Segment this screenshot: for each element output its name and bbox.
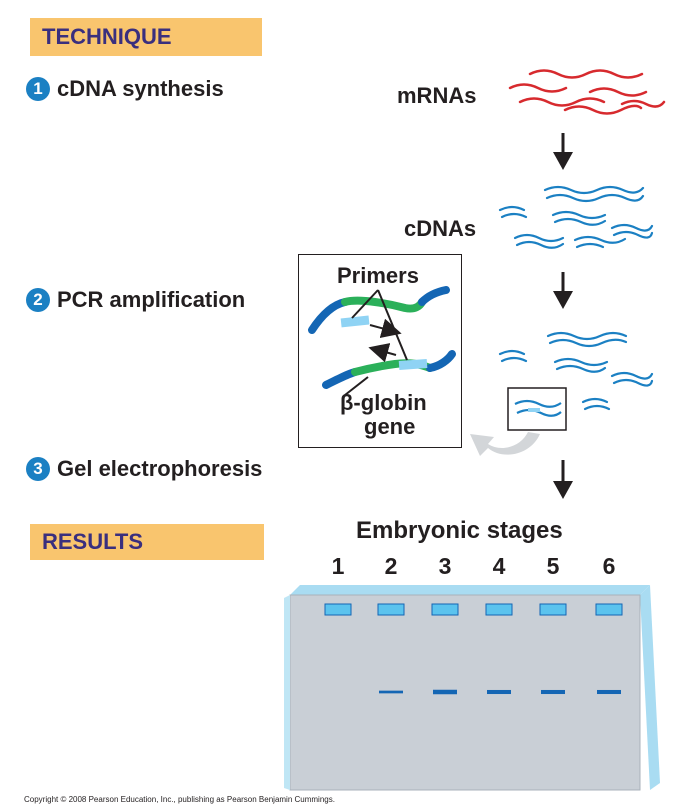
mrna-strand [528, 69, 644, 79]
process-arrows [553, 133, 573, 499]
gel-well [431, 603, 459, 616]
cdna-strand [498, 205, 526, 212]
step-label: PCR amplification [57, 287, 246, 312]
cdna-strand [543, 185, 645, 195]
gel-well [324, 603, 352, 616]
beta-globin-label: β-globin [340, 390, 427, 415]
cdna-strand [610, 223, 654, 232]
step-gel-electrophoresis: 3 Gel electrophoresis [26, 456, 262, 482]
mrna-strand [563, 104, 643, 115]
gel-slab [284, 585, 660, 791]
mrna-strands [508, 69, 666, 115]
step-number-badge: 1 [26, 77, 50, 101]
mrna-strand [588, 87, 648, 97]
cdna-strand [500, 212, 528, 219]
gel-band [597, 689, 621, 695]
gel-well [485, 603, 513, 616]
lane-number: 6 [602, 553, 616, 579]
lane-number: 2 [384, 553, 398, 579]
step-cdna-synthesis: 1 cDNA synthesis [26, 76, 224, 102]
cdna-strand [545, 193, 645, 203]
cdna-strand [553, 217, 607, 226]
step-label: cDNA synthesis [57, 76, 224, 101]
amplified-cdna-strands [498, 331, 654, 411]
primers-label: Primers [337, 263, 419, 288]
step-label: Gel electrophoresis [57, 456, 263, 481]
step-number-badge: 2 [26, 288, 50, 312]
primer-bottom [398, 359, 428, 370]
cdna-strand [498, 349, 526, 356]
cdna-strand [513, 233, 565, 243]
gel-well [539, 603, 567, 616]
cdna-strand [555, 364, 607, 373]
mrna-strand [508, 83, 568, 93]
lane-number: 4 [492, 553, 506, 579]
cdna-strand [612, 378, 654, 387]
down-arrow-icon [553, 481, 573, 499]
mrna-strand [518, 97, 606, 107]
gel-well [377, 603, 405, 616]
cdnas-label: cDNAs [404, 216, 477, 241]
cdna-strand [551, 210, 607, 220]
gel-band [541, 689, 565, 695]
lane-number: 1 [331, 553, 345, 579]
primer-top [340, 315, 370, 328]
cdna-strand [610, 371, 654, 380]
zoom-source-box [507, 387, 567, 431]
gel-title: Embryonic stages [356, 517, 563, 544]
cdna-strand [546, 331, 628, 341]
inset-annotation-lines [344, 289, 408, 396]
cdna-strand [583, 404, 611, 411]
results-banner: RESULTS [30, 524, 264, 560]
gene-label: gene [364, 414, 416, 439]
cdna-strand [548, 338, 628, 348]
down-arrow-icon [553, 291, 573, 309]
gel-band [433, 689, 457, 695]
cdna-strand [500, 356, 528, 363]
inset-strands [308, 286, 456, 389]
gel-band [379, 690, 403, 694]
cdna-strand [575, 242, 605, 249]
cdna-strand [581, 397, 609, 404]
cdna-strand [573, 235, 627, 244]
gel-well [595, 603, 623, 616]
technique-banner: TECHNIQUE [30, 18, 262, 56]
cdna-strands [498, 185, 654, 249]
lane-number: 5 [546, 553, 560, 579]
copyright-notice: Copyright © 2008 Pearson Education, Inc.… [24, 795, 335, 804]
step-number-badge: 3 [26, 457, 50, 481]
cdna-strand [612, 230, 654, 239]
lane-number: 3 [438, 553, 452, 579]
down-arrow-icon [553, 152, 573, 170]
mrna-strand [620, 99, 666, 108]
mrnas-label: mRNAs [397, 83, 477, 108]
gel-bands [379, 689, 621, 695]
cdna-strand [553, 357, 609, 367]
step-pcr-amplification: 2 PCR amplification [26, 287, 245, 313]
cdna-strand [515, 240, 565, 249]
gel-band [487, 689, 511, 695]
gel-wells [324, 603, 623, 616]
zoom-pointer-arrow [470, 432, 540, 456]
